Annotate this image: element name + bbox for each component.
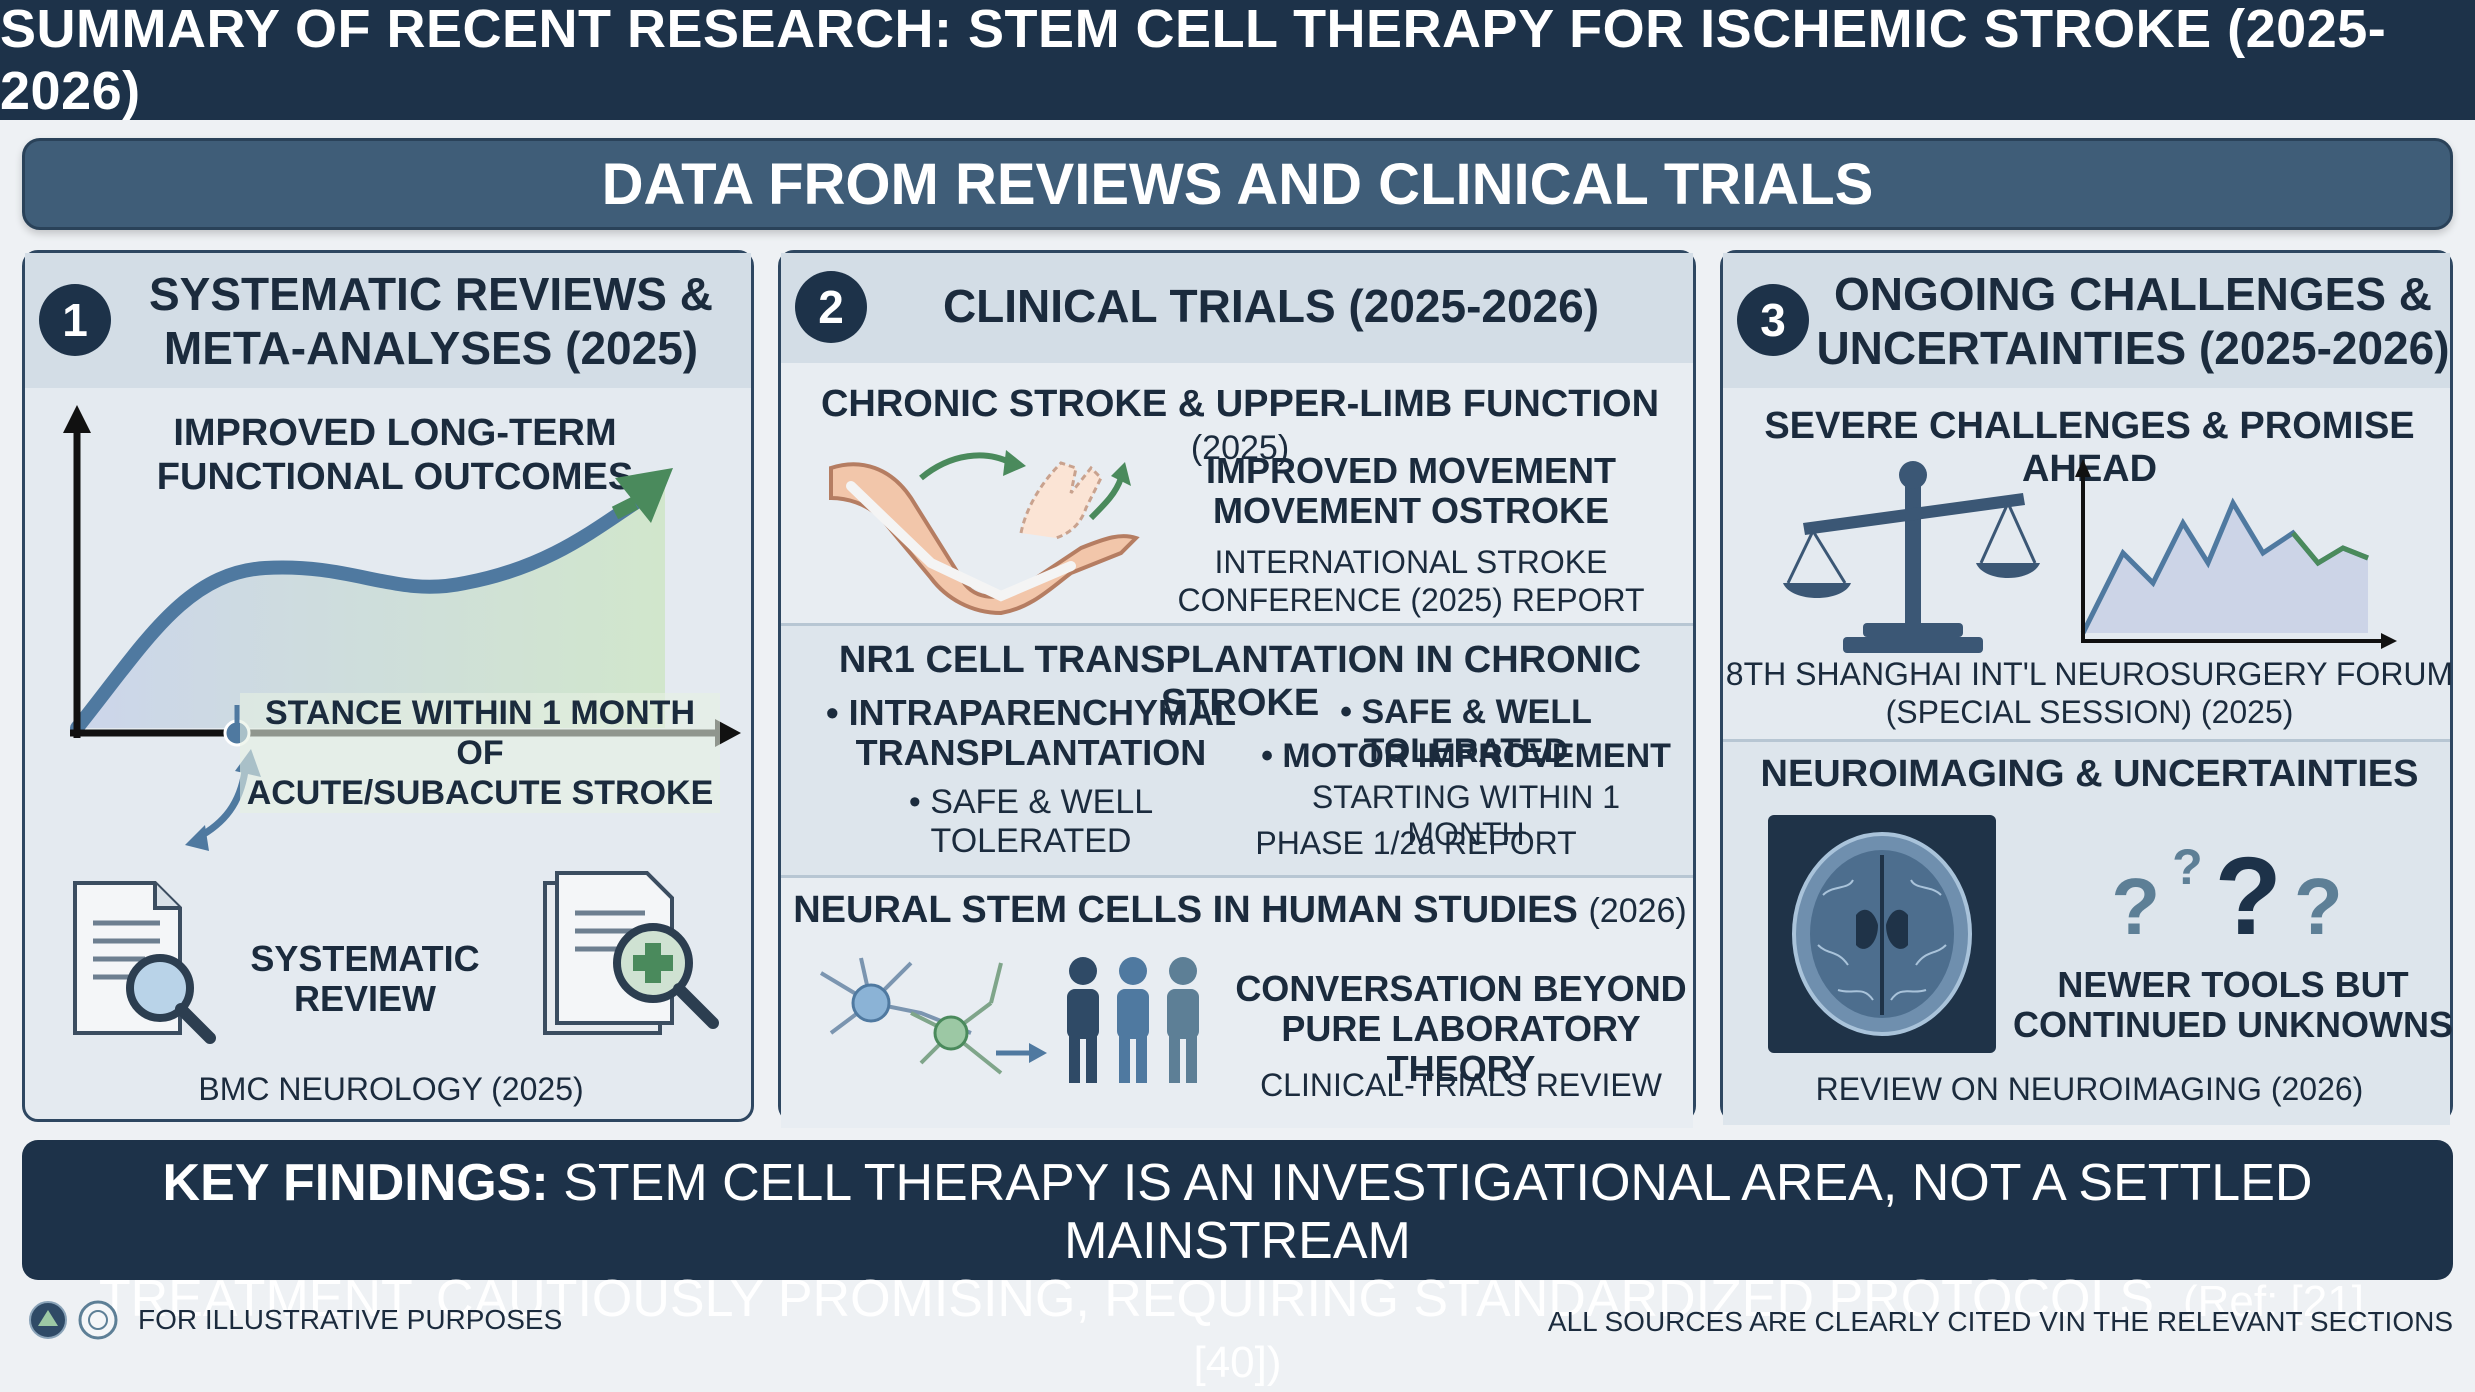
neuroimaging-text: NEWER TOOLS BUT CONTINUED UNKNOWNS: [2013, 964, 2453, 1045]
upper-limb-result: IMPROVED MOVEMENT MOVEMENT OSTROKE: [1205, 450, 1617, 531]
panel-title: SYSTEMATIC REVIEWS & META-ANALYSES (2025…: [149, 268, 713, 374]
subheader-title: DATA FROM REVIEWS AND CLINICAL TRIALS: [601, 151, 1874, 217]
subheader-banner: DATA FROM REVIEWS AND CLINICAL TRIALS: [22, 138, 2453, 230]
section-title: NEURAL STEM CELLS IN HUMAN STUDIES (2026…: [793, 889, 1687, 931]
section-divider: [1723, 739, 2450, 742]
section-title: NEUROIMAGING & UNCERTAINTIES: [1760, 753, 2419, 795]
panel-number-badge: 2: [795, 271, 867, 343]
systematic-review-label: SYSTEMATIC REVIEW: [250, 938, 480, 1019]
upper-limb-source: INTERNATIONAL STROKE CONFERENCE (2025) R…: [1177, 544, 1645, 618]
panel-header: 2 CLINICAL TRIALS (2025-2026): [781, 253, 1693, 363]
footer-left-text: FOR ILLUSTRATIVE PURPOSES: [138, 1304, 563, 1335]
fluctuating-trend-chart: [2075, 459, 2397, 649]
footer-right-text: ALL SOURCES ARE CLEARLY CITED VIN THE RE…: [1547, 1306, 2453, 1337]
page-title: SUMMARY OF RECENT RESEARCH: STEM CELL TH…: [0, 0, 2387, 121]
key-findings-line1: STEM CELL THERAPY IS AN INVESTIGATIONAL …: [563, 1154, 2313, 1270]
panel-challenges: 3 ONGOING CHALLENGES & UNCERTAINTIES (20…: [1720, 250, 2454, 1125]
title-bar: SUMMARY OF RECENT RESEARCH: STEM CELL TH…: [0, 0, 2475, 121]
key-findings-label: KEY FINDINGS:: [162, 1154, 549, 1212]
panel-number-badge: 3: [1737, 284, 1809, 356]
chart-annotation: STANCE WITHIN 1 MONTH OF ACUTE/SUBACUTE …: [240, 693, 720, 813]
seal-icon: [78, 1300, 118, 1340]
document-search-icon: [73, 881, 216, 1044]
chart-area-fill: [77, 483, 665, 728]
brain-scan-icon: [1768, 815, 1996, 1053]
panel-title: CLINICAL TRIALS (2025-2026): [942, 280, 1600, 332]
logo-icon: [29, 1301, 67, 1339]
motor-improvement-sub: STARTING WITHIN 1 MONTH: [1311, 779, 1621, 852]
bullet-safe-right: • SAFE & WELL TOLERATED: [1340, 693, 1592, 770]
chart-title: IMPROVED LONG-TERM FUNCTIONAL OUTCOMES: [156, 412, 634, 498]
nr1-source: PHASE 1/2a REPORT: [1255, 825, 1577, 861]
panel-systematic-reviews: 1 SYSTEMATIC REVIEWS & META-ANALYSES (20…: [22, 250, 754, 1122]
question-marks-icon: ????: [2111, 835, 2355, 958]
bullet-motor-improvement: • MOTOR IMPROVEMENT: [1261, 737, 1671, 775]
trend-arrowhead: [615, 468, 673, 523]
neural-stem-source: CLINICAL-TRIALS REVIEW: [1260, 1067, 1662, 1103]
key-findings-line2: TREATMENT. CAUTIOUSLY PROMISING, REQUIRI…: [98, 1270, 2169, 1328]
section-title: NR1 CELL TRANSPLANTATION IN CHRONIC STRO…: [838, 639, 1642, 724]
section-divider: [781, 623, 1693, 626]
section-divider: [781, 875, 1693, 878]
section-title: SEVERE CHALLENGES & PROMISE AHEAD: [1764, 405, 2415, 490]
panel-clinical-trials: 2 CLINICAL TRIALS (2025-2026) CHRONIC ST…: [778, 250, 1696, 1128]
bullet-safe-left: • SAFE & WELL TOLERATED: [908, 783, 1154, 860]
key-findings-banner: KEY FINDINGS: STEM CELL THERAPY IS AN IN…: [22, 1140, 2453, 1387]
panel-title: ONGOING CHALLENGES & UNCERTAINTIES (2025…: [1816, 268, 2450, 374]
key-findings-ref: (Ref: [21], [40]): [1193, 1277, 2377, 1387]
section-neural-stem: [781, 878, 1693, 1128]
neuron-to-human-icon: [819, 957, 1199, 1083]
outcome-trend-chart: [63, 405, 741, 851]
footer-left: FOR ILLUSTRATIVE PURPOSES: [28, 1300, 562, 1340]
panel-header: 3 ONGOING CHALLENGES & UNCERTAINTIES (20…: [1723, 253, 2450, 388]
forum-source: 8TH SHANGHAI INT'L NEUROSURGERY FORUM (S…: [1725, 656, 2454, 730]
neuroimaging-source: REVIEW ON NEUROIMAGING (2026): [1815, 1071, 2364, 1107]
neural-stem-text: CONVERSATION BEYOND PURE LABORATORY THEO…: [1235, 968, 1687, 1089]
bullet-intraparenchymal: • INTRAPARENCHYMAL TRANSPLANTATION: [826, 692, 1236, 773]
arm-movement-icon: [829, 450, 1140, 616]
trend-line: [70, 496, 642, 735]
section-title: CHRONIC STROKE & UPPER-LIMB FUNCTION (20…: [820, 383, 1660, 467]
panel-header: 1 SYSTEMATIC REVIEWS & META-ANALYSES (20…: [25, 253, 751, 388]
document-analysis-icon: [543, 871, 719, 1035]
panel-source: BMC NEUROLOGY (2025): [198, 1071, 584, 1107]
panel-number-badge: 1: [39, 284, 111, 356]
balance-scale-icon: [1783, 461, 2040, 653]
